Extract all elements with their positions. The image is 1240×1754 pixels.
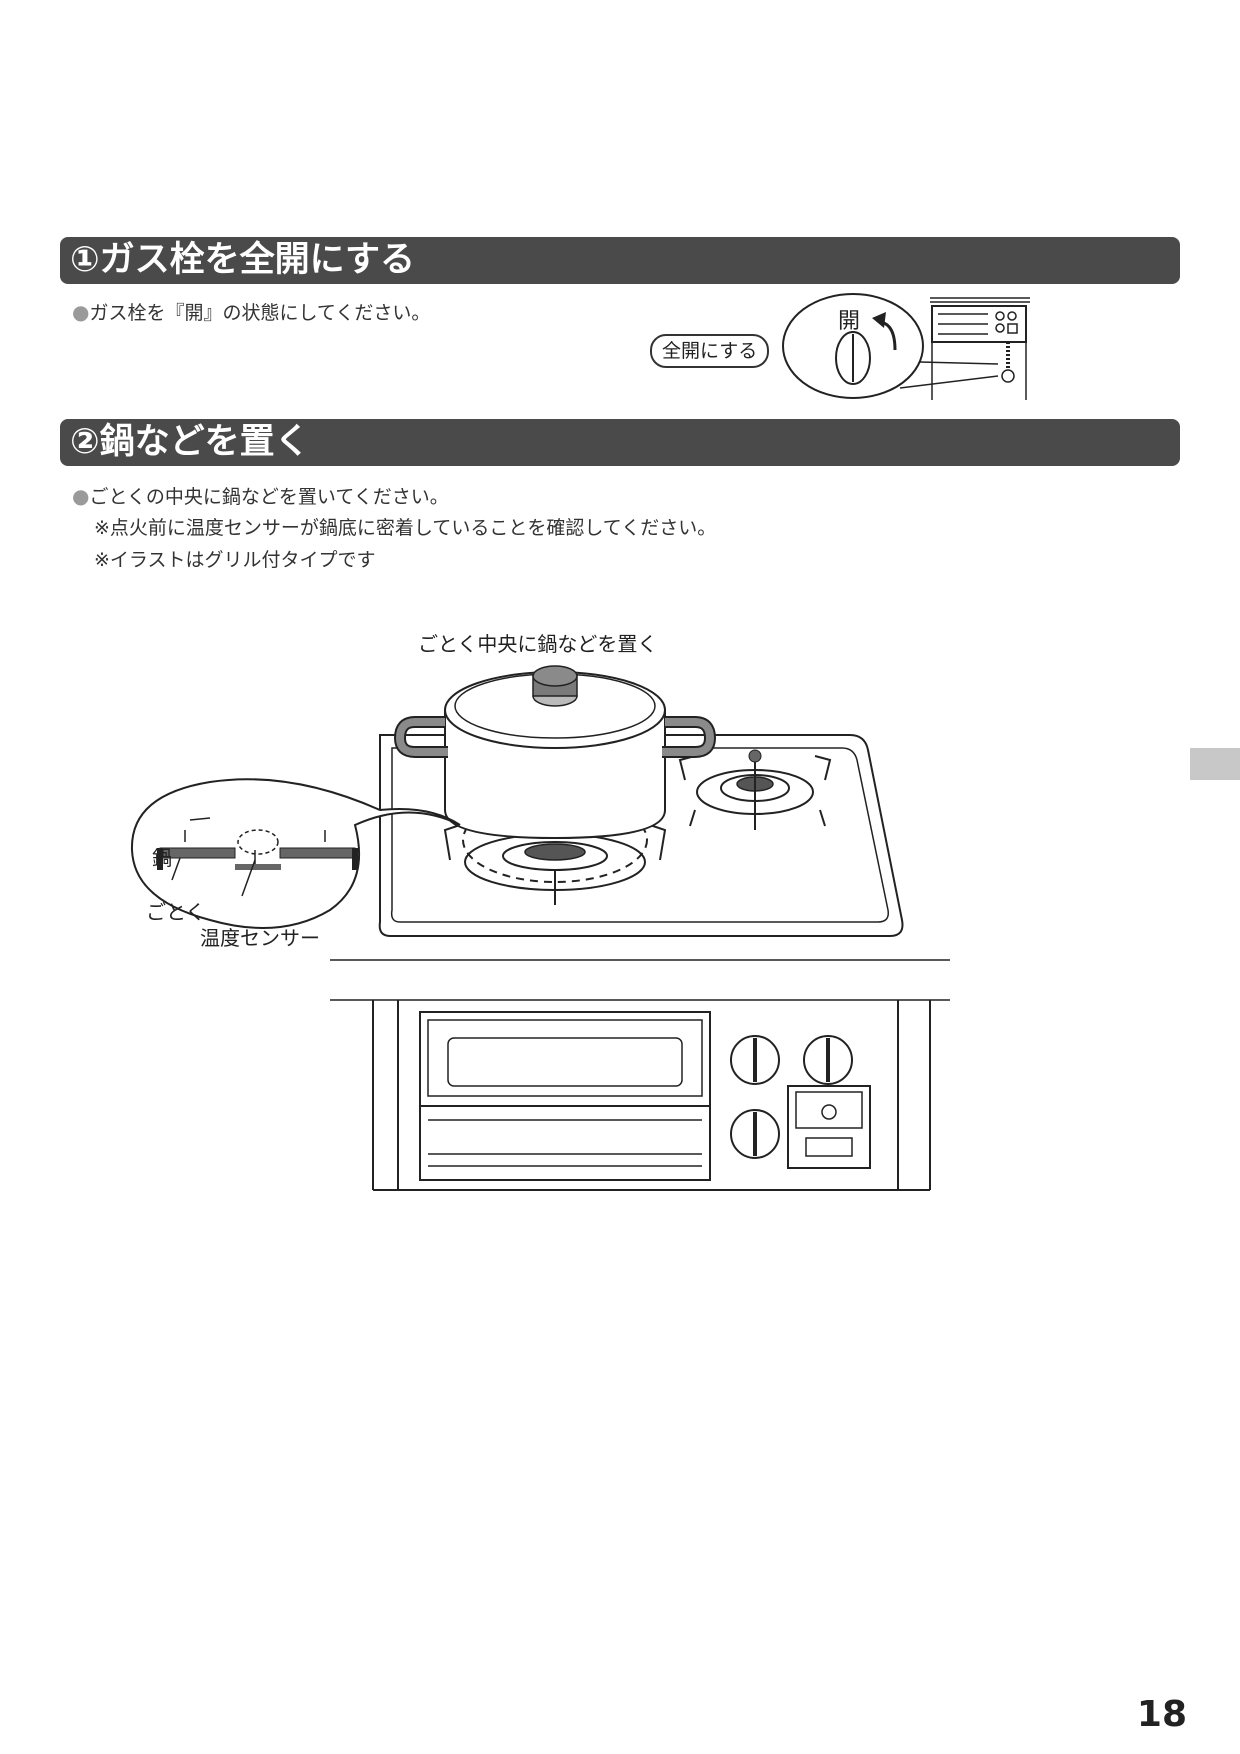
- section-2-header: ②鍋などを置く: [60, 419, 1180, 466]
- gas-valve-diagram: [782, 293, 1030, 400]
- section-1-text-content: ガス栓を『開』の状態にしてください。: [89, 302, 431, 324]
- callout-label-pot: 鍋: [152, 846, 172, 870]
- section-2-title: ②鍋などを置く: [70, 422, 310, 462]
- section-1-header: ①ガス栓を全開にする: [60, 237, 1180, 284]
- page-number: 18: [1136, 1694, 1187, 1735]
- fully-open-label: 全開にする: [650, 334, 770, 368]
- bullet-icon: ●: [72, 300, 90, 324]
- section-2-line-2: ※点火前に温度センサーが鍋底に密着していることを確認してください。: [94, 517, 717, 539]
- knob-open-label: 開: [838, 309, 861, 334]
- callout-label-trivet: ごとく: [146, 900, 206, 924]
- diagram-caption: ごとく中央に鍋などを置く: [418, 632, 658, 656]
- side-index-tab: [1190, 748, 1240, 780]
- section-2-line-1: ●ごとくの中央に鍋などを置いてください。: [72, 484, 449, 509]
- section-2-line-1-text: ごとくの中央に鍋などを置いてください。: [89, 486, 449, 508]
- stove-illustration: [130, 665, 950, 1191]
- section-2-line-3: ※イラストはグリル付タイプです: [94, 549, 376, 571]
- section-1-title: ①ガス栓を全開にする: [70, 240, 415, 280]
- section-1-text: ●ガス栓を『開』の状態にしてください。: [72, 300, 430, 325]
- bullet-icon: ●: [72, 484, 90, 508]
- callout-label-sensor: 温度センサー: [200, 926, 320, 950]
